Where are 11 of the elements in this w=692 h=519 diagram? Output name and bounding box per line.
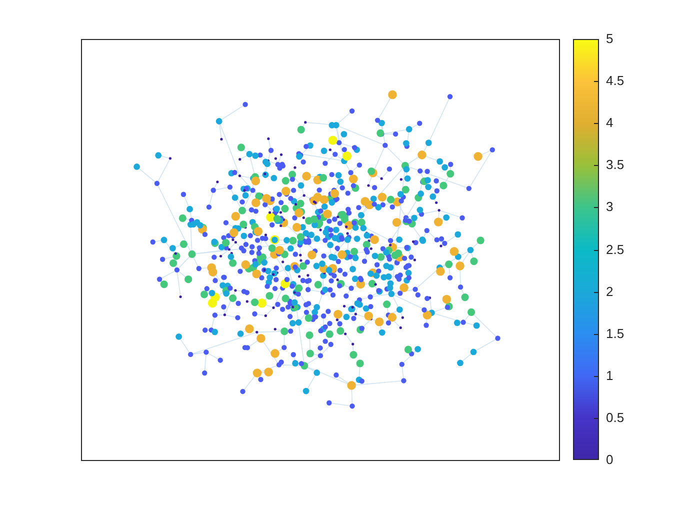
tick-label: 0.5	[606, 410, 624, 425]
tick-label: 0	[606, 453, 614, 467]
tick-label: 5	[606, 32, 614, 46]
tick-label: 2	[606, 284, 614, 299]
tick-label: 4.5	[606, 74, 624, 88]
tick-label: 4	[606, 116, 614, 130]
tick-label: 2.5	[606, 242, 624, 256]
tick-label: 1	[606, 368, 614, 383]
tick-label: 1.5	[606, 326, 624, 341]
tick-label: 3.5	[606, 158, 624, 172]
tick-label: 3	[606, 200, 614, 214]
